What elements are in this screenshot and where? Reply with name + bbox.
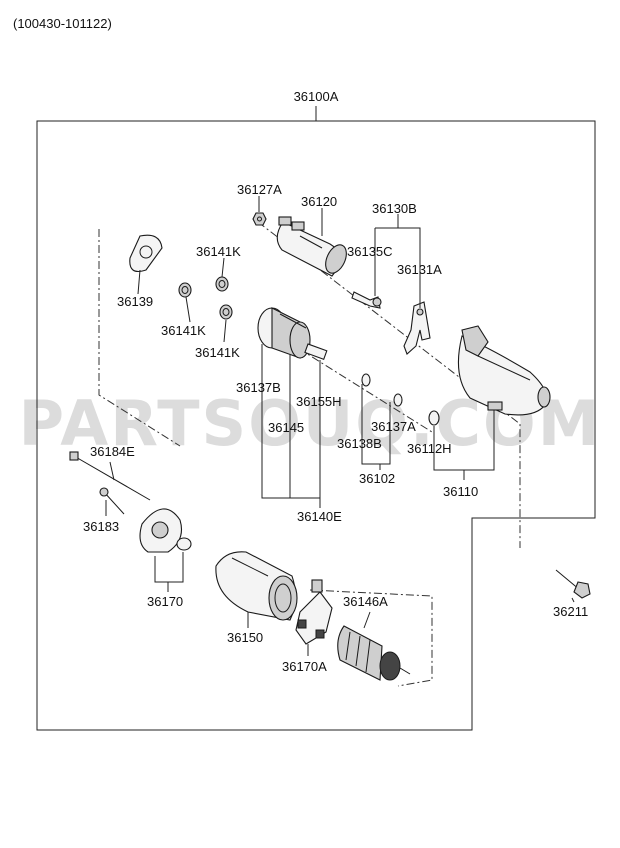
ring-36137A — [393, 393, 403, 407]
part-label-36141K-c[interactable]: 36141K — [195, 345, 240, 360]
assembly-frame — [36, 106, 596, 731]
part-label-36141K-a[interactable]: 36141K — [196, 244, 241, 259]
nut-36127A — [252, 212, 267, 226]
plunger-36135C — [351, 291, 382, 309]
shift-lever-36131A — [403, 301, 431, 355]
bolt-36211 — [555, 569, 591, 599]
ring-36138B — [361, 373, 371, 387]
part-label-36100A[interactable]: 36100A — [294, 89, 339, 104]
brush-holder-36170A — [295, 579, 333, 645]
yoke-36150 — [215, 551, 298, 621]
part-label-36146A[interactable]: 36146A — [343, 594, 388, 609]
rear-bracket-36170 — [139, 508, 192, 553]
part-label-36145[interactable]: 36145 — [268, 420, 304, 435]
bushing-36141K-c — [219, 304, 233, 320]
housing-36110 — [457, 325, 551, 416]
part-label-36211[interactable]: 36211 — [553, 604, 588, 619]
part-label-36110[interactable]: 36110 — [443, 484, 478, 499]
clutch-gear-36145 — [257, 307, 328, 361]
screw-36183 — [99, 487, 125, 515]
armature-36146A — [337, 625, 411, 681]
date-range-label: (100430-101122) — [13, 16, 112, 31]
solenoid-36120 — [276, 216, 347, 277]
part-label-36112H[interactable]: 36112H — [407, 441, 452, 456]
bushing-36141K-a — [215, 276, 229, 292]
part-label-36141K-b[interactable]: 36141K — [161, 323, 206, 338]
leader-lines — [105, 196, 575, 656]
part-label-36155H[interactable]: 36155H — [296, 394, 342, 409]
part-label-36170[interactable]: 36170 — [147, 594, 183, 609]
part-label-36150[interactable]: 36150 — [227, 630, 263, 645]
washer-36112H — [428, 410, 440, 426]
cover-36139 — [129, 234, 163, 273]
assembly-guide-lines — [98, 221, 521, 687]
part-label-36120[interactable]: 36120 — [301, 194, 337, 209]
bushing-36141K-b — [178, 282, 192, 298]
part-label-36138B[interactable]: 36138B — [337, 436, 382, 451]
part-label-36140E[interactable]: 36140E — [297, 509, 342, 524]
part-label-36170A[interactable]: 36170A — [282, 659, 327, 674]
part-label-36184E[interactable]: 36184E — [90, 444, 135, 459]
part-label-36130B[interactable]: 36130B — [372, 201, 417, 216]
part-label-36137A[interactable]: 36137A — [371, 419, 416, 434]
part-label-36102[interactable]: 36102 — [359, 471, 395, 486]
part-label-36137B[interactable]: 36137B — [236, 380, 281, 395]
bolt-36184E — [69, 451, 151, 501]
part-label-36183[interactable]: 36183 — [83, 519, 119, 534]
part-label-36127A[interactable]: 36127A — [237, 182, 282, 197]
part-label-36139[interactable]: 36139 — [117, 294, 153, 309]
part-label-36135C[interactable]: 36135C — [347, 244, 393, 259]
part-label-36131A[interactable]: 36131A — [397, 262, 442, 277]
